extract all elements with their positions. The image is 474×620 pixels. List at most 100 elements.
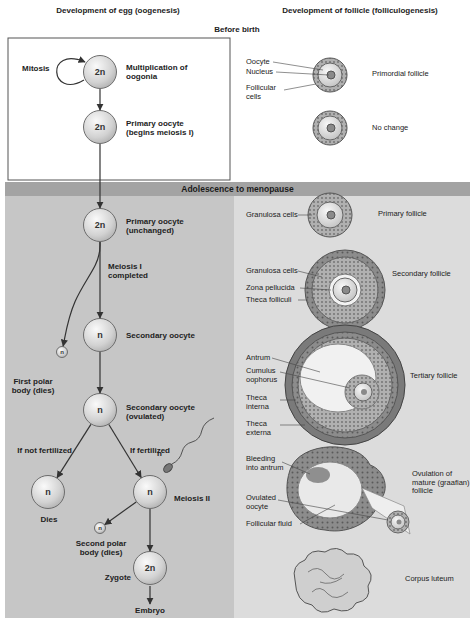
leader-line <box>298 271 322 277</box>
band-heading: Adolescence to menopause <box>5 182 470 196</box>
part-label: Tertiary follicle <box>410 372 470 381</box>
sperm-head <box>162 462 174 474</box>
leader-line <box>278 500 388 520</box>
ploidy-label: n <box>95 523 105 533</box>
ploidy-label: n <box>32 476 64 508</box>
part-label: Antrum <box>246 354 286 363</box>
lineage-arrow <box>99 144 100 208</box>
polar-body: nFirst polar body (dies) <box>56 346 68 358</box>
leader-line <box>273 62 323 70</box>
ploidy-label: n <box>57 347 67 357</box>
ovulating-follicle <box>287 447 410 534</box>
leader-line <box>276 72 329 75</box>
ploidy-label: n <box>134 476 166 508</box>
cell-name: Secondary oocyte (ovulated) <box>126 403 206 421</box>
lineage-arrow <box>105 502 136 525</box>
cell-circle: 2nMultiplication of oogonia <box>83 55 117 89</box>
theca-layer <box>305 250 385 330</box>
embryo-arrow <box>149 586 150 604</box>
sperm-tail <box>172 418 214 464</box>
theca-interna <box>292 332 398 438</box>
part-label: Theca interna <box>246 394 286 411</box>
lineage-arrow <box>99 89 100 110</box>
follicular-fluid <box>362 488 410 534</box>
ploidy-label: n <box>84 319 116 351</box>
part-label: Follicular cells <box>246 84 284 101</box>
polar-body: nSecond polar body (dies) <box>94 522 106 534</box>
ploidy-label: 2n <box>84 111 116 143</box>
cell-circle: 2nPrimary oocyte (unchanged) <box>83 208 117 242</box>
cell-name: First polar body (dies) <box>7 377 59 395</box>
follicular-cells <box>313 111 347 145</box>
cell-circle: 2nPrimary oocyte (begins meiosis I) <box>83 110 117 144</box>
leader-line <box>300 505 335 524</box>
leader-line <box>282 462 310 474</box>
oocyte <box>318 116 342 140</box>
part-label: Nucleus <box>246 68 286 77</box>
follicle-wall <box>287 447 385 531</box>
part-label: Ovulated oocyte <box>246 494 286 511</box>
cell-circle: nSecondary oocyte (ovulated) <box>83 393 117 427</box>
part-label: Follicular fluid <box>246 520 306 529</box>
corona <box>387 511 409 533</box>
lineage-arrow <box>99 242 100 318</box>
nucleus <box>327 71 335 79</box>
cell-name: Secondary oocyte <box>126 331 206 340</box>
part-label: Bleeding into antrum <box>246 455 288 472</box>
theca-externa <box>285 325 405 445</box>
antrum <box>298 462 362 518</box>
ploidy-label: 2n <box>84 56 116 88</box>
antrum <box>300 344 376 412</box>
lineage-arrow <box>149 509 150 551</box>
part-label: Secondary follicle <box>392 270 470 279</box>
part-label: Cumulus oophorus <box>246 367 286 384</box>
cell-circle: n <box>133 475 167 509</box>
leader-line <box>272 358 320 372</box>
cell-circle: nSecondary oocyte <box>83 318 117 352</box>
leader-line <box>280 372 350 388</box>
part-label: Oocyte <box>246 58 286 67</box>
ploidy-label: n <box>84 394 116 426</box>
lineage-arrow <box>63 242 100 346</box>
oocyte <box>354 383 372 401</box>
leader-line <box>280 400 296 401</box>
cell-circle: 2nZygote <box>133 551 167 585</box>
part-label: Granulosa cells <box>246 211 306 220</box>
part-label: Primordial follicle <box>372 70 467 79</box>
corpus-luteum <box>294 548 371 612</box>
cell-name: Primary oocyte (unchanged) <box>126 217 201 235</box>
part-label: Corpus luteum <box>405 575 470 584</box>
nucleus <box>327 124 335 132</box>
stage-label: Embryo <box>125 606 175 615</box>
branch-label: If fertilized <box>130 446 190 455</box>
leader-line <box>284 84 316 90</box>
ploidy-label: 2n <box>134 552 166 584</box>
granulosa-layer <box>312 257 378 323</box>
luteal-folds <box>308 568 348 597</box>
branch-label: Meiosis I completed <box>108 262 166 280</box>
cell-name: Multiplication of oogonia <box>126 63 198 81</box>
leader-line <box>298 215 312 216</box>
cell-name: Primary oocyte (begins meiosis I) <box>126 119 201 137</box>
granulosa-layer <box>308 193 352 237</box>
ovulated-oocyte <box>391 515 405 529</box>
oocyte <box>318 63 342 87</box>
follicle-panel <box>234 196 470 618</box>
nucleus <box>342 286 350 294</box>
oocyte <box>333 278 357 302</box>
part-label: No change <box>372 124 467 133</box>
part-label: Theca folliculi <box>246 296 301 305</box>
leader-line <box>300 288 331 290</box>
primordial-follicle <box>313 111 347 145</box>
stage-label: Mitosis <box>22 64 62 73</box>
part-label: Primary follicle <box>378 210 468 219</box>
part-label: Granulosa cells <box>246 267 306 276</box>
nucleus <box>361 389 367 395</box>
primordial-follicle <box>313 58 347 92</box>
cell-circle: nDies <box>31 475 65 509</box>
connector-group <box>57 89 150 551</box>
tertiary-follicle <box>285 325 405 445</box>
